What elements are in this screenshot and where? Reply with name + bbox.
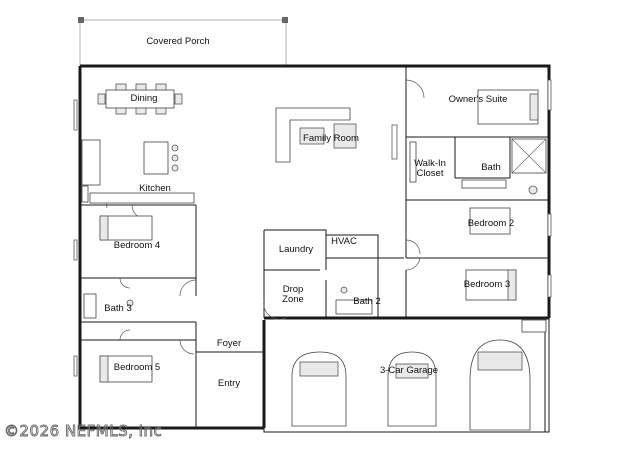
furniture xyxy=(81,83,547,431)
hvac-label: HVAC xyxy=(331,236,357,247)
doors xyxy=(94,79,425,355)
kitchen-label: Kitchen xyxy=(139,183,171,194)
walk-in-closet-label-line1: Walk-In xyxy=(414,158,446,169)
windows xyxy=(73,79,552,377)
copyright-watermark: ©2026 NEFMLS, Inc xyxy=(4,422,162,440)
bedroom-4-label: Bedroom 4 xyxy=(114,240,160,251)
dining-label: Dining xyxy=(131,93,158,104)
bedroom-2-label: Bedroom 2 xyxy=(468,218,514,229)
drop-zone-label-line2: Zone xyxy=(282,294,304,305)
owners-bath-label: Bath xyxy=(481,162,501,173)
room-labels: Covered Porch Dining Family Room Owner's… xyxy=(104,36,514,389)
bedroom-3-label: Bedroom 3 xyxy=(464,279,510,290)
interior-walls xyxy=(80,66,549,428)
laundry-label: Laundry xyxy=(279,244,314,255)
garage-label: 3-Car Garage xyxy=(380,365,438,376)
drop-zone-label-line1: Drop xyxy=(283,284,304,295)
family-room-label: Family Room xyxy=(303,133,359,144)
bath-3-label: Bath 3 xyxy=(104,303,131,314)
bath-2-label: Bath 2 xyxy=(353,296,380,307)
foyer-label: Foyer xyxy=(217,338,241,349)
entry-label: Entry xyxy=(218,378,240,389)
walk-in-closet-label-line2: Closet xyxy=(417,168,444,179)
owners-suite-label: Owner's Suite xyxy=(449,94,508,105)
bedroom-5-label: Bedroom 5 xyxy=(114,362,160,373)
covered-porch-label: Covered Porch xyxy=(146,36,209,47)
